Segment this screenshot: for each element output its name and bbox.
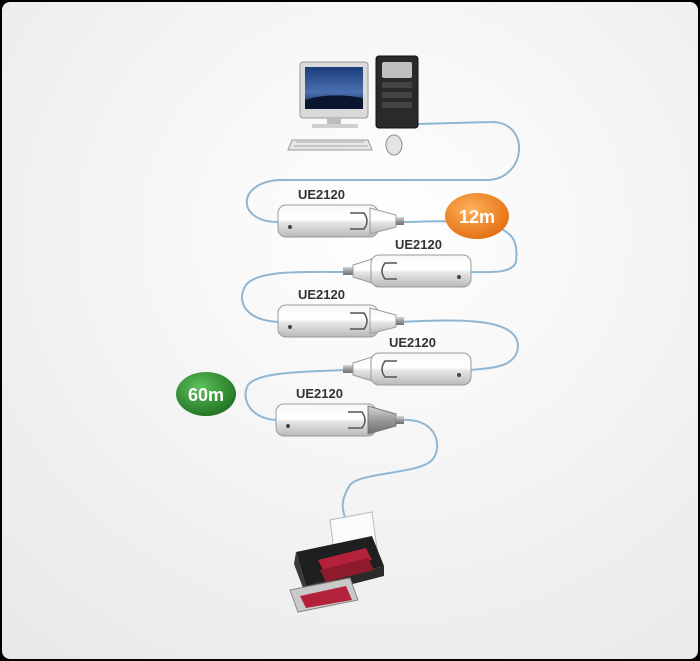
desktop-computer-icon bbox=[287, 55, 419, 156]
extender-label-3: UE2120 bbox=[298, 287, 345, 302]
extender-label-1: UE2120 bbox=[298, 187, 345, 202]
extender-unit-2: UE2120 bbox=[343, 237, 472, 288]
extender-unit-5: UE2120 bbox=[275, 386, 404, 437]
printer-icon bbox=[289, 511, 384, 613]
extender-label-4: UE2120 bbox=[389, 335, 436, 350]
extender-unit-3: UE2120 bbox=[277, 287, 404, 338]
extender-label-5: UE2120 bbox=[296, 386, 343, 401]
usb-cable bbox=[241, 120, 520, 521]
extender-unit-4: UE2120 bbox=[343, 335, 472, 386]
total-length-label: 60m bbox=[188, 385, 224, 405]
segment-length-badge: 12m bbox=[445, 193, 509, 239]
extender-label-2: UE2120 bbox=[395, 237, 442, 252]
total-length-badge: 60m bbox=[176, 372, 236, 416]
extender-unit-1: UE2120 bbox=[277, 187, 404, 238]
segment-length-label: 12m bbox=[459, 207, 495, 227]
